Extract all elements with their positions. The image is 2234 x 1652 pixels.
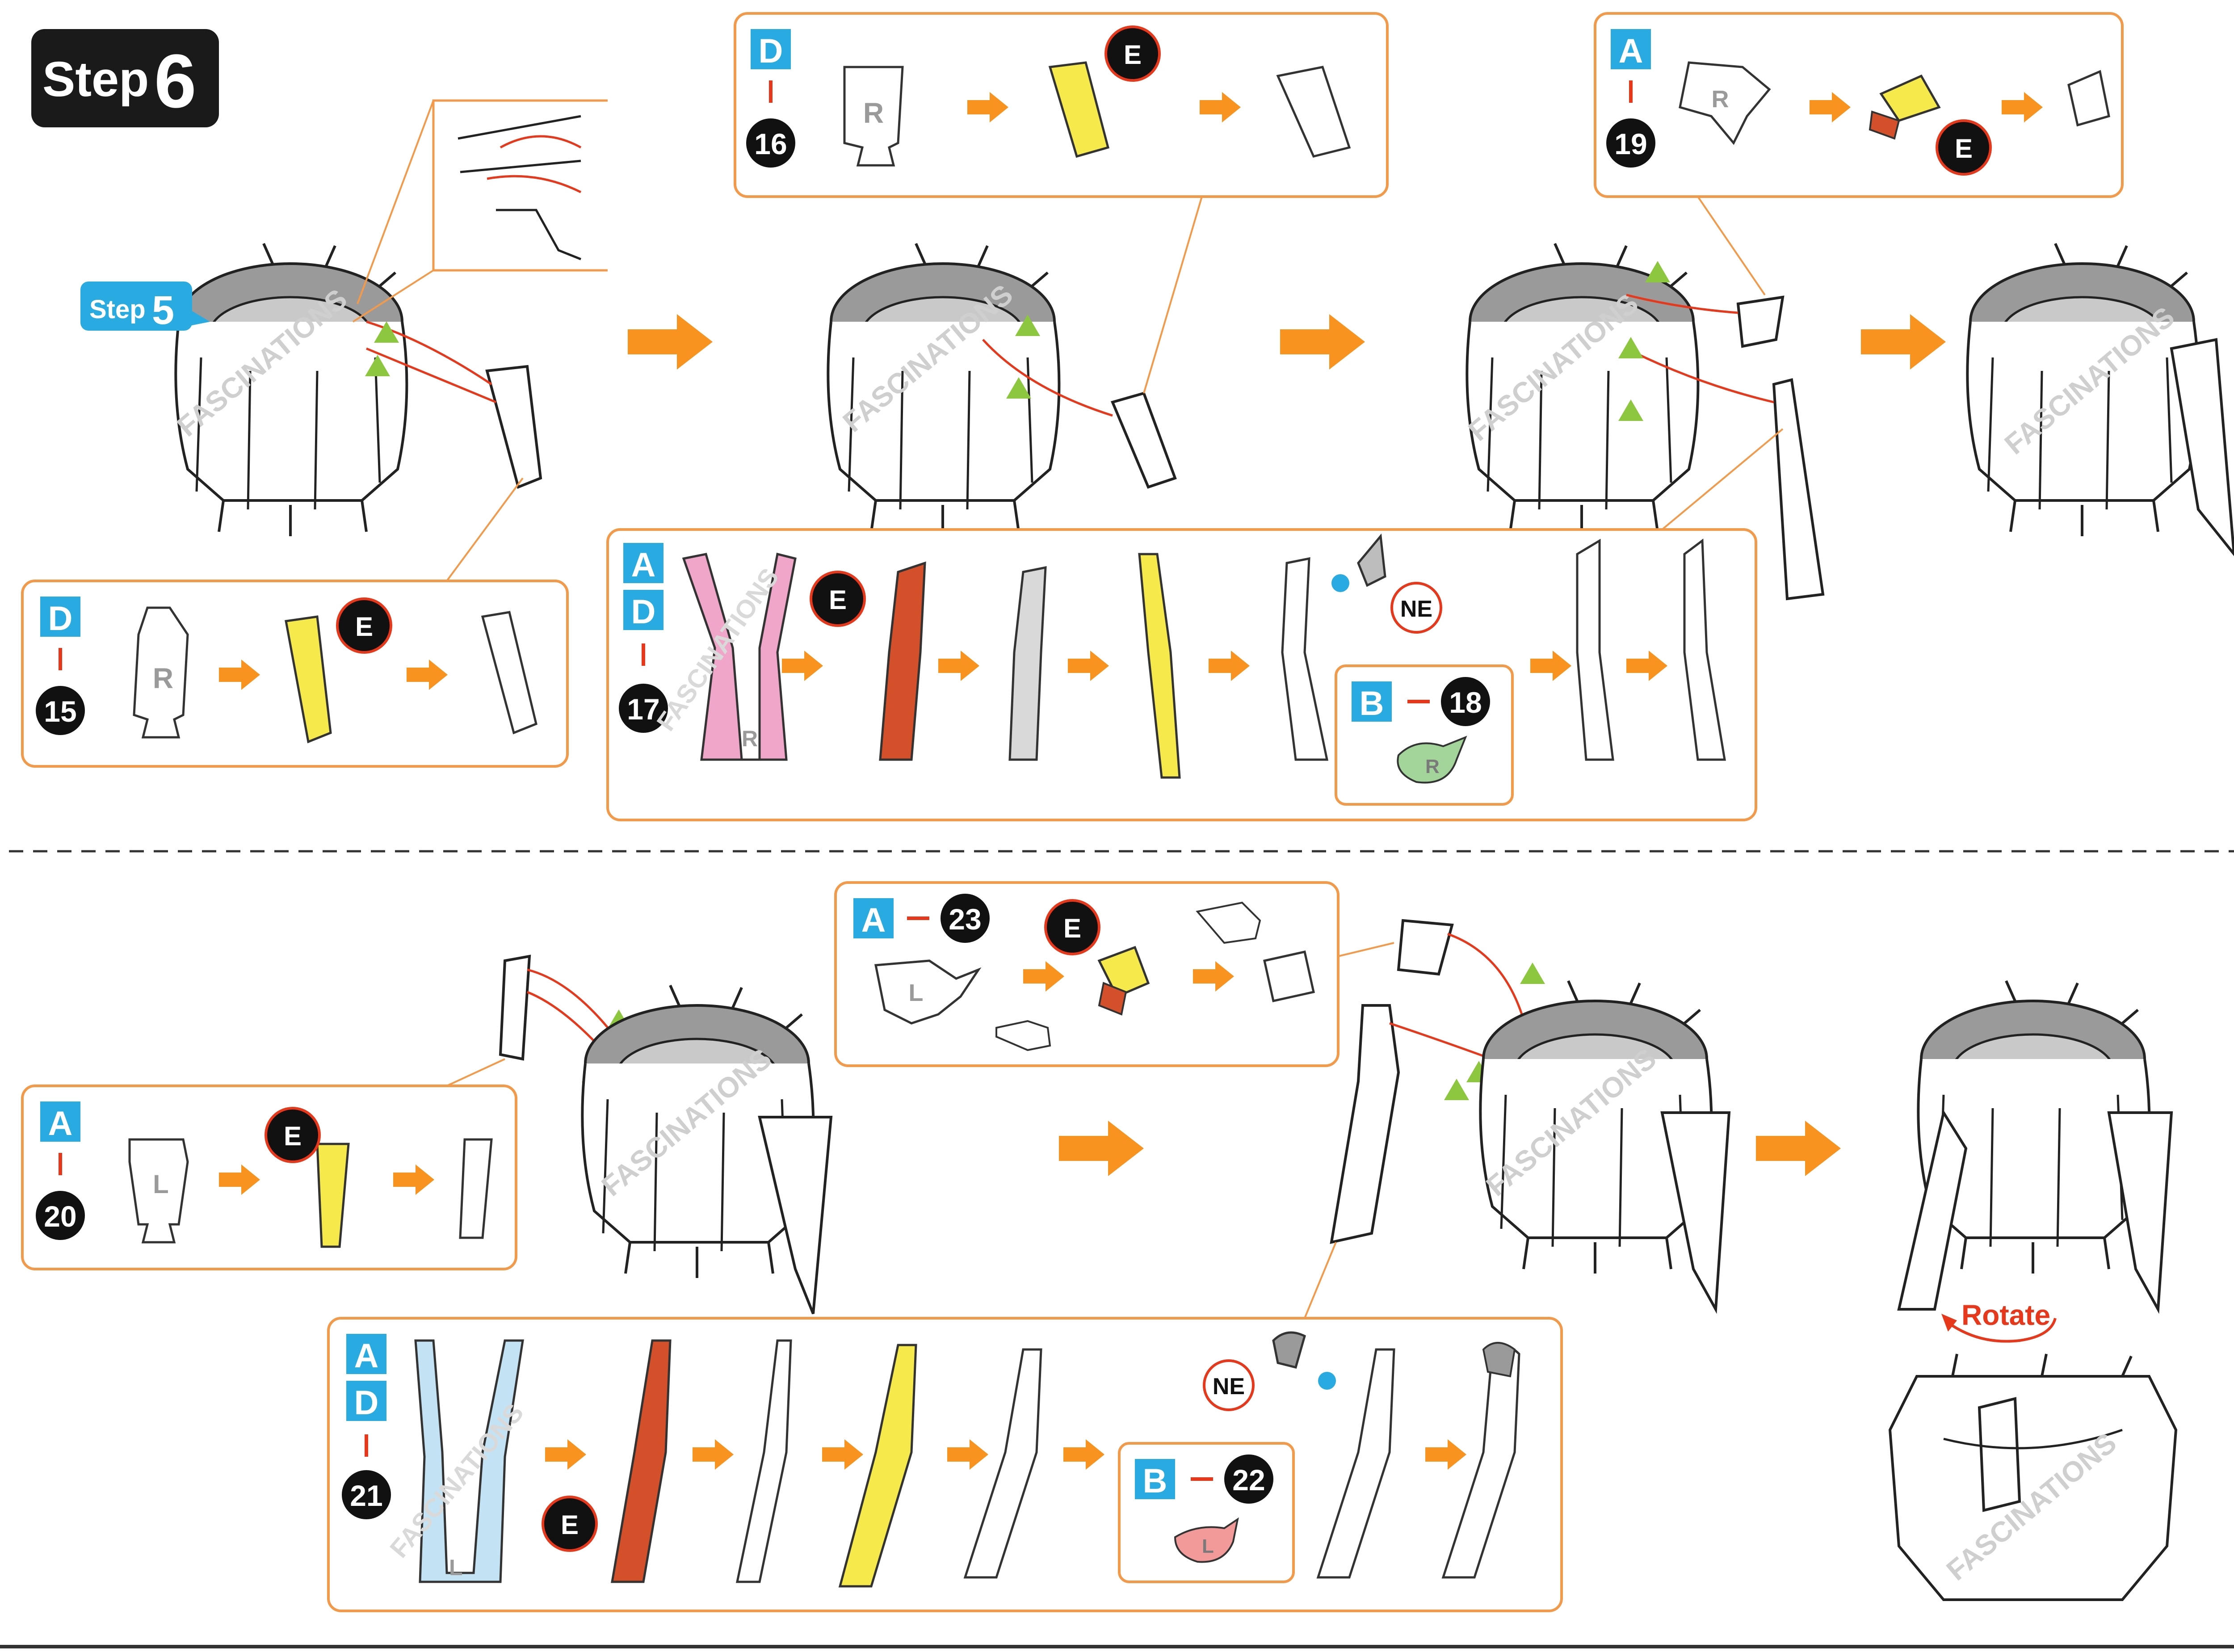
sheet-letter: B — [1143, 1462, 1167, 1500]
piece-letter: R — [742, 726, 758, 751]
part-number: 22 — [1232, 1463, 1265, 1496]
part-number: 21 — [350, 1479, 382, 1512]
panel-20: A 20 L E — [22, 1059, 516, 1269]
sheet-letter: A — [354, 1337, 379, 1375]
piece-23-attached — [1398, 921, 1528, 1037]
sheet-letter: D — [759, 32, 783, 70]
part-number: 19 — [1614, 127, 1647, 160]
model-rotated: FASCINATIONS — [1890, 1354, 2176, 1600]
step5-callout: Step 5 — [80, 282, 210, 333]
tool-label: E — [1955, 134, 1973, 164]
piece-letter: R — [1712, 86, 1729, 113]
align-triangle — [1520, 963, 1545, 984]
panel-23: A 23 L E — [836, 883, 1394, 1066]
piece-letter: L — [909, 979, 924, 1006]
part-number: 18 — [1449, 686, 1482, 719]
piece-letter: L — [449, 1555, 463, 1580]
tool-label: E — [1124, 40, 1142, 70]
piece-letter: R — [1425, 756, 1440, 778]
flow-arrow — [1059, 1121, 1144, 1176]
step5-word: Step — [89, 295, 146, 324]
model-stage-5: FASCINATIONS — [582, 985, 831, 1314]
part-number: 23 — [949, 903, 981, 936]
sheet-letter: D — [48, 600, 73, 638]
rotate-indicator: Rotate — [1941, 1299, 2055, 1341]
panel-21: A D 21 L FASCINATIONS E NE — [328, 1242, 1562, 1611]
step5-number: 5 — [152, 288, 174, 333]
piece-letter: L — [153, 1170, 168, 1199]
panel-18: B 18 R — [1336, 666, 1512, 804]
tool-label: E — [829, 585, 847, 615]
piece-letter: R — [863, 97, 884, 129]
ne-label: NE — [1213, 1374, 1245, 1400]
sheet-letter: A — [1619, 32, 1643, 70]
model-stage-3: FASCINATIONS — [1462, 244, 1698, 536]
tool-label: E — [284, 1121, 302, 1151]
sheet-letter: D — [354, 1384, 379, 1422]
panel-19: A 19 R E — [1595, 13, 2122, 295]
zoom-detail — [353, 101, 608, 322]
panel-15: D 15 R E — [22, 478, 567, 766]
tool-label: E — [561, 1510, 579, 1540]
model-stage-6: FASCINATIONS — [1480, 981, 1729, 1309]
tool-label: E — [355, 612, 373, 642]
piece-letter: L — [1202, 1535, 1214, 1557]
flow-arrow — [628, 314, 713, 370]
model-stage-1: FASCINATIONS — [171, 244, 407, 536]
sheet-letter: D — [631, 593, 656, 631]
flow-arrow — [1861, 314, 1946, 370]
sheet-letter: A — [631, 546, 656, 584]
step-word: Step — [42, 52, 149, 107]
flow-arrow — [1280, 314, 1365, 370]
model-stage-4: FASCINATIONS — [1967, 244, 2234, 554]
part-number: 20 — [44, 1200, 76, 1233]
panel-22: B 22 L — [1119, 1443, 1293, 1582]
align-triangle — [1444, 1079, 1469, 1100]
sheet-letter: B — [1360, 685, 1384, 723]
glue-dot — [1331, 574, 1349, 592]
part-number: 16 — [754, 127, 787, 160]
step-badge: Step 6 — [31, 29, 219, 127]
sheet-letter: A — [861, 901, 886, 939]
model-stage-7 — [1899, 981, 2171, 1309]
tool-label: E — [1063, 913, 1081, 943]
ne-label: NE — [1400, 596, 1432, 622]
piece-letter: R — [153, 662, 173, 694]
step-number: 6 — [154, 39, 197, 124]
flow-arrow — [1756, 1121, 1841, 1176]
align-triangle — [1645, 261, 1670, 282]
rotate-label: Rotate — [1961, 1299, 2050, 1331]
sheet-letter: A — [48, 1105, 73, 1143]
finished-piece — [1264, 952, 1314, 1001]
part-number: 15 — [44, 695, 76, 728]
glue-dot — [1318, 1372, 1336, 1390]
